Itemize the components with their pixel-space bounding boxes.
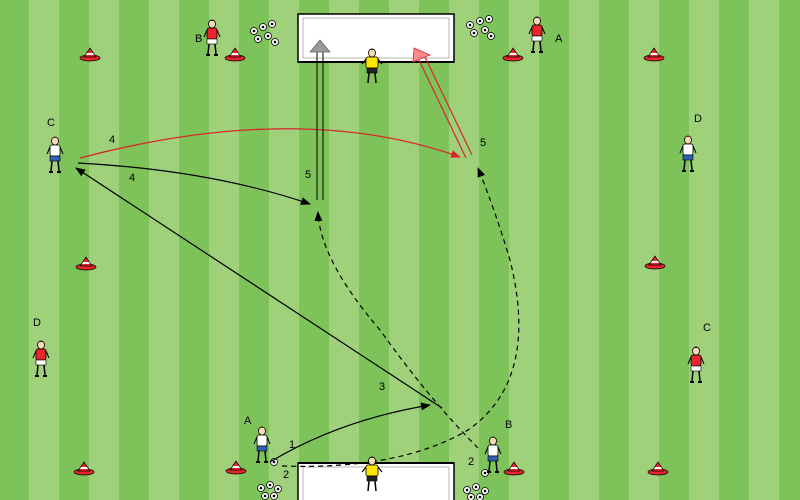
player-label: A <box>244 415 252 427</box>
player-label: D <box>694 113 702 125</box>
player-label: A <box>555 33 563 45</box>
move-label: 4 <box>109 134 115 146</box>
move-label: 2 <box>468 456 474 468</box>
cross-4-red-arrow <box>79 128 461 159</box>
move-label: 1 <box>289 439 295 451</box>
player-label: B <box>195 33 202 45</box>
player-label: C <box>703 322 711 334</box>
move-label: 4 <box>129 172 135 184</box>
shot-5-left-arrow <box>309 39 331 200</box>
player-label: B <box>505 419 512 431</box>
run-2-right-arrow <box>314 211 479 449</box>
player-label: C <box>47 117 55 129</box>
pass-4-black-arrow <box>77 162 311 205</box>
move-label: 5 <box>305 169 311 181</box>
player-label: D <box>33 317 41 329</box>
shot-5-right-arrow <box>412 47 473 159</box>
run-2-left-arrow <box>281 167 520 467</box>
move-label: 3 <box>379 381 385 393</box>
move-label: 5 <box>480 137 486 149</box>
pass-3-arrow <box>75 167 443 409</box>
pass-1-arrow <box>269 402 431 463</box>
top-goal <box>297 13 455 63</box>
movement-lines <box>75 39 520 467</box>
move-label: 2 <box>283 469 289 481</box>
